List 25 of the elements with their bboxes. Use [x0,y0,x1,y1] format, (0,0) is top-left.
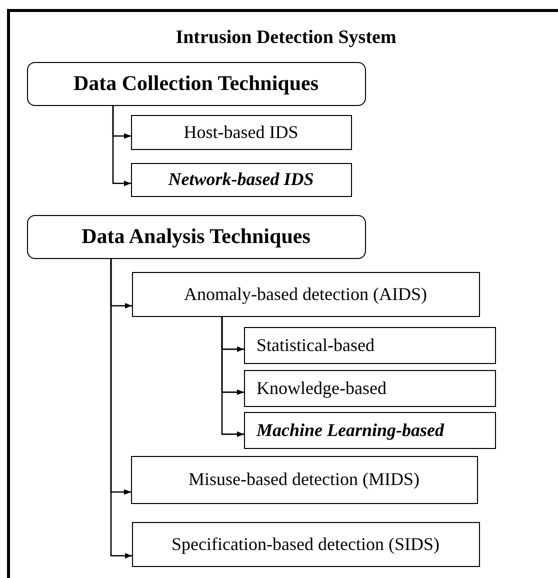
frame-heading: Intrusion Detection System [174,27,398,49]
connector-arrow [112,106,131,186]
box-label: Statistical-based [256,334,374,356]
technique-box [244,412,496,448]
box-label: Specification-based detection (SIDS) [172,534,440,554]
connector-arrow [110,259,132,559]
category-box [26,62,366,106]
box-label: Host-based IDS [184,122,298,142]
box-label: Network-based IDS [168,169,314,190]
technique-box [244,326,496,364]
box-label: Knowledge-based [256,378,386,398]
technique-box [132,272,480,316]
frame-border [7,9,558,578]
category-box [26,214,366,258]
technique-box [130,162,352,196]
box-label: Machine Learning-based [256,420,444,440]
box-label: Data Collection Techniques [73,71,319,96]
technique-box [244,370,496,406]
technique-box [132,522,480,566]
box-label: Data Analysis Techniques [82,224,310,249]
box-label: Anomaly-based detection (AIDS) [184,284,427,304]
technique-box [130,456,478,504]
box-label: Misuse-based detection (MIDS) [188,469,420,490]
technique-box [130,114,352,150]
connector-arrow [221,317,244,437]
